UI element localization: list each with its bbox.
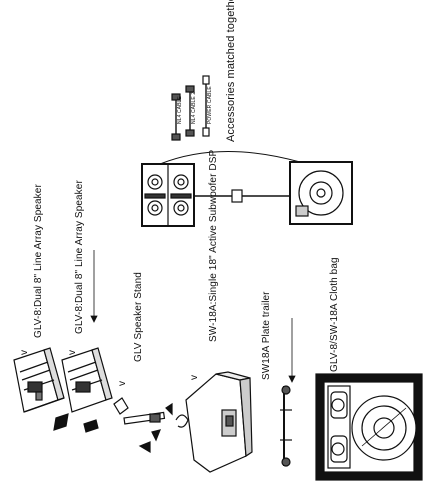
line-array-speaker-label-2: GLV-8:Dual 8" Line Array Speaker bbox=[74, 180, 85, 334]
cable-label-2: NL4 CABLE 2 bbox=[191, 91, 197, 124]
connected-system-image bbox=[141, 150, 353, 227]
plate-trailer-image bbox=[280, 385, 292, 467]
line-array-speaker-label-1: GLV-8:Dual 8" Line Array Speaker bbox=[33, 184, 44, 338]
line-array-speaker-2-image bbox=[53, 347, 113, 433]
check-mark-3: v bbox=[117, 380, 128, 386]
cloth-bag-label: GLV-8/SW-18A Cloth bag bbox=[329, 257, 340, 372]
subwoofer-image bbox=[175, 371, 253, 473]
plate-trailer-label: SW18A Plate trailer bbox=[261, 291, 272, 380]
speaker-stand-label: GLV Speaker Stand bbox=[133, 272, 144, 362]
check-mark-4: v bbox=[189, 374, 200, 380]
check-mark-1: v bbox=[19, 349, 30, 355]
accessories-label: Accessories matched together bbox=[225, 0, 237, 142]
cable-label-3: POWER CABLE bbox=[207, 86, 213, 124]
subwoofer-label: SW-18A:Single 18" Active Subwoofer DSP bbox=[208, 149, 219, 342]
pointer-arrows bbox=[90, 250, 296, 383]
line-array-speaker-1-image bbox=[13, 347, 65, 413]
accessories-image bbox=[171, 75, 210, 141]
speaker-stand-image bbox=[113, 397, 173, 454]
cable-label-1: NL4 CABLE bbox=[177, 96, 183, 124]
check-mark-5: v bbox=[321, 374, 332, 380]
check-mark-2: v bbox=[67, 349, 78, 355]
cloth-bag-image bbox=[315, 373, 423, 481]
